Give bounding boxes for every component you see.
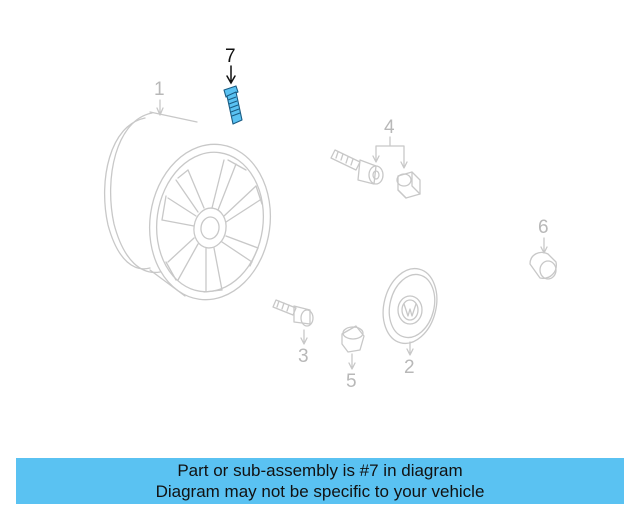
valve-stem-part-7[interactable]: [223, 85, 243, 125]
callout-2: 2: [404, 357, 415, 378]
banner-line-2: Diagram may not be specific to your vehi…: [155, 482, 485, 501]
lug-nut-part-4[interactable]: [396, 171, 421, 199]
callout-7: 7: [225, 46, 236, 67]
callout-4: 4: [384, 117, 395, 138]
callout-5: 5: [346, 371, 357, 392]
banner-line-1: Part or sub-assembly is #7 in diagram: [177, 461, 463, 480]
callout-3: 3: [298, 346, 309, 367]
lug-bolt-part-4[interactable]: [330, 149, 384, 185]
wheel-part-1[interactable]: [103, 111, 281, 308]
callout-6: 6: [538, 217, 549, 238]
cap-nut-part-6[interactable]: [529, 251, 557, 280]
center-cap-part-2[interactable]: [376, 263, 445, 349]
info-banner: Part or sub-assembly is #7 in diagram Di…: [16, 458, 624, 504]
parts-diagram: [103, 65, 557, 370]
wheel-bolt-part-3[interactable]: [272, 299, 314, 327]
callout-1: 1: [154, 79, 165, 100]
valve-cap-part-5[interactable]: [341, 325, 365, 353]
